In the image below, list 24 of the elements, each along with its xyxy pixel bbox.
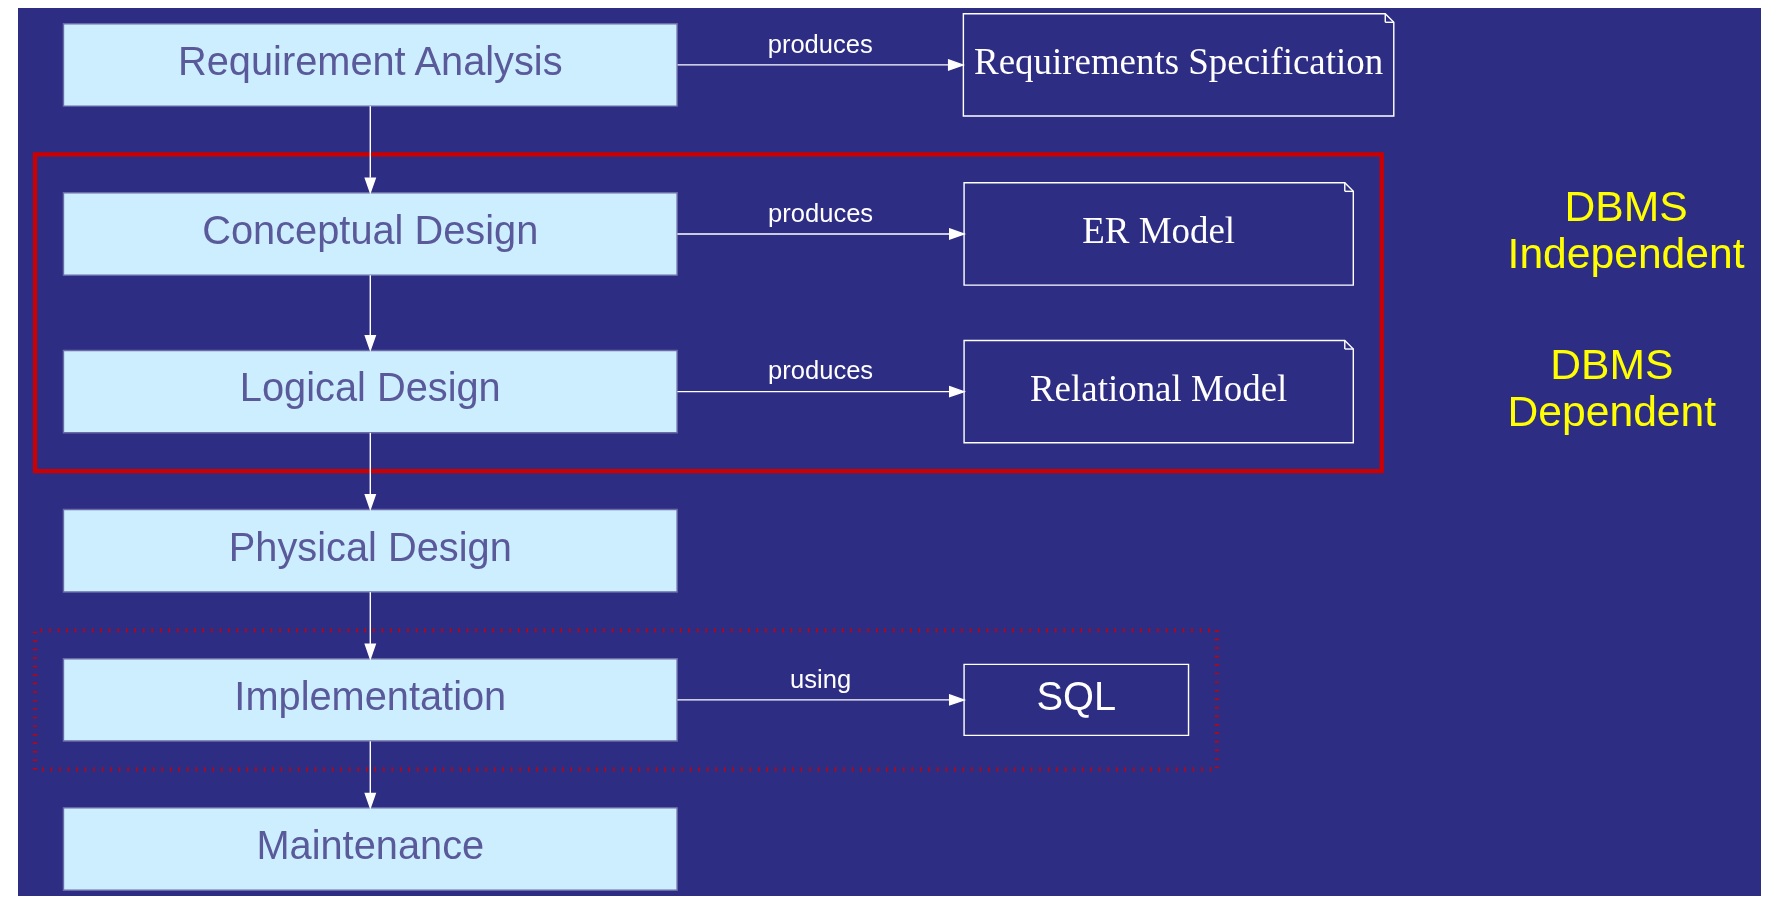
node-box: Requirement Analysis	[62, 23, 678, 107]
arrow	[363, 432, 376, 512]
label: DBMS Dependent	[1507, 339, 1716, 435]
arrow	[676, 227, 966, 240]
arrow	[363, 274, 376, 353]
node-box: Maintenance	[62, 807, 678, 891]
node-box: Logical Design	[62, 349, 678, 434]
arrow	[676, 385, 966, 398]
edge-label: produces	[767, 198, 873, 227]
label: DBMS Independent	[1507, 182, 1745, 278]
arrow	[676, 693, 966, 706]
edge-label: using	[789, 664, 851, 693]
cluster	[32, 628, 1219, 772]
arrow	[363, 740, 376, 810]
node-box: Implementation	[62, 658, 678, 742]
arrow	[676, 58, 965, 71]
arrow	[363, 105, 376, 195]
edge-label: produces	[767, 356, 873, 385]
node-box: Physical Design	[62, 508, 678, 593]
node-box: Conceptual Design	[62, 192, 678, 276]
arrow	[363, 591, 376, 661]
cluster	[32, 152, 1384, 474]
edge-label: produces	[767, 29, 873, 58]
node-box: SQL	[962, 663, 1189, 737]
